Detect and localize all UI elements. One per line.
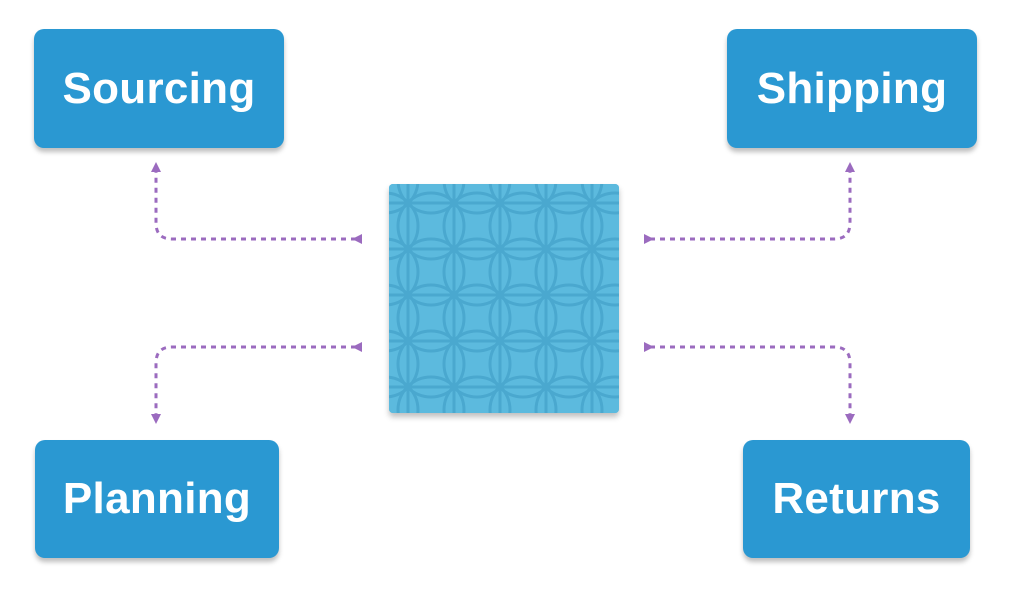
planning-node[interactable]: Planning	[35, 440, 279, 558]
returns-label: Returns	[772, 474, 941, 523]
sourcing-label: Sourcing	[62, 63, 256, 113]
hub-pattern	[389, 184, 619, 413]
returns-node[interactable]: Returns	[743, 440, 970, 558]
central-hub[interactable]	[389, 184, 619, 413]
connector-sourcing	[151, 162, 362, 244]
connector-shipping	[644, 162, 855, 244]
shipping-label: Shipping	[756, 63, 948, 113]
sourcing-node[interactable]: Sourcing	[34, 29, 284, 148]
connector-returns	[644, 342, 855, 424]
connector-planning	[151, 342, 362, 424]
planning-label: Planning	[62, 474, 252, 523]
shipping-node[interactable]: Shipping	[727, 29, 977, 148]
